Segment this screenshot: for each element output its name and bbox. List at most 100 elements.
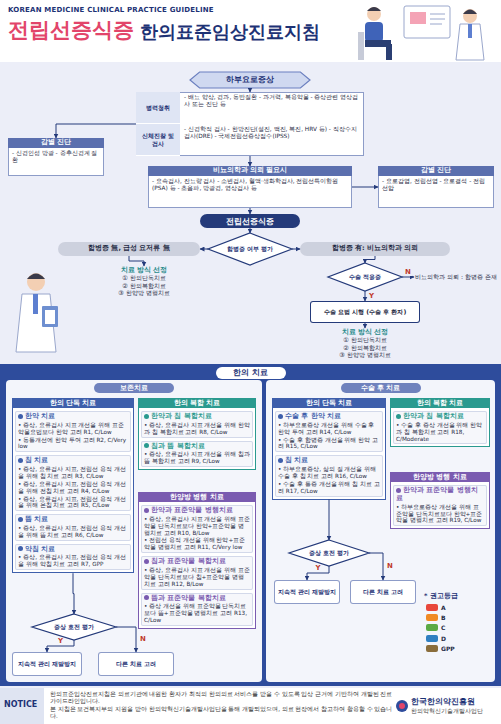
start-box: 하부요로증상 xyxy=(190,72,310,88)
connector xyxy=(365,256,375,263)
decision-diamond: 수술 적응증 xyxy=(328,263,402,291)
node-text: 전립선증식증 xyxy=(226,217,274,226)
treatment-box: 한약과 표준약물 병행치료• 하부요로증상 개선을 위해 표준약물 단독치료보다… xyxy=(393,485,487,526)
node-text: 수술 적응증 xyxy=(349,273,381,281)
node-text: 감별 진단 xyxy=(378,166,494,176)
decision-diamond: 증상 호전 평가 xyxy=(289,540,369,566)
node-text: ② 한의복합치료 xyxy=(310,344,420,351)
outline xyxy=(32,614,116,640)
node-text: • 증상, 요류검사 지표, 전립선 용적 개선을 위해 침 치료 고려 R3,… xyxy=(18,466,128,480)
node-text: • 동통개선에 한약 투여 고려 R2, C/Very low xyxy=(18,437,128,451)
connector xyxy=(292,249,300,250)
node-text: - 배뇨 양상, 경과, 동반질환 - 과거력, 복용약물 - 증상관련 영상검… xyxy=(180,92,364,124)
section-panel: 보존치료한의 단독 치료한약 치료• 증상, 요류검사 지표 개선을 위해 표준… xyxy=(6,380,262,682)
node-text: • 전립선 용적 개선을 위해 한약+표준약물 병행치료 고려 R11, C/V… xyxy=(144,537,250,551)
node-text: • 증상, 요류검사 지표 개선을 위해 한약과 침 복합치료 고려 R8, C… xyxy=(144,422,250,436)
label: 한의표준임상진료지침은 의료기관에 내원한 환자가 최적의 한의의료 서비스를 … xyxy=(50,691,395,705)
column-box: 한의 단독 치료한약 치료• 증상, 요류검사 지표 개선을 위해 표준약물요법… xyxy=(12,398,134,573)
legend-text: C xyxy=(441,624,445,631)
node-text: 한약과 침 복합치료 xyxy=(396,413,484,421)
legend-swatch xyxy=(426,624,438,631)
treatment-box: 수술 후 한약 치료• 하부요로증상 개선을 위해 수술 후 한약 투여 고려 … xyxy=(275,411,383,452)
node-text: - 신경인성 방광 - 중추신경계 질환 xyxy=(8,148,104,166)
node-text: • 하부요로증상 개선을 위해 표준약물 단독치료보다 한약+표준약물 병행치료… xyxy=(396,504,484,525)
node-text: 증상 호전 평가 xyxy=(54,623,94,631)
node-text: ① 한의단독치료 xyxy=(310,336,420,343)
legend-text: GPP xyxy=(441,645,455,652)
node-text: • 증상 개선을 위해 표준약물 단독치료보다 뜸+표준약물 병행치료 고려 R… xyxy=(144,603,250,624)
node-text: ③ 한양방 병행치료 xyxy=(310,351,420,358)
label: * 권고등급 xyxy=(424,592,494,600)
treatment-box: 뜸 치료• 증상, 요류검사 지표, 전립선 용적 개선을 위해 뜸 치료 고려… xyxy=(15,514,131,540)
column-box: 한양방 병행 치료한약과 표준약물 병행치료• 증상, 요류검사 지표 개선을 … xyxy=(138,492,256,629)
node-text: 합병증 無, 급성 요저류 無 xyxy=(88,245,170,253)
treatment-box: 침 치료• 하부요로증상, 삶의 질 개선을 위해 수술 후 침 치료 고려 R… xyxy=(275,455,383,496)
node-text: 뜸과 표준약물 복합치료 xyxy=(144,595,250,603)
connector xyxy=(56,124,136,138)
exam-box: 병력청취- 배뇨 양상, 경과, 동반질환 - 과거력, 복용약물 - 증상관련… xyxy=(136,92,364,156)
node-text: 지속적 관리 재발방지 xyxy=(278,588,336,596)
connector xyxy=(250,228,251,233)
node-text: • 수술 후 통증 개선을 위해 침 치료 고려 R17, C/Low xyxy=(278,481,380,495)
footer-ground xyxy=(0,688,501,724)
node-text: 한의 단독 치료 xyxy=(272,398,386,408)
node-text: • 증상, 요류검사 지표, 전립선 용적 개선을 위해 전침 치료 고려 R4… xyxy=(18,481,128,495)
node-text: • 수술 후 증상 개선을 위해 한약과 침 복합치료 고려 R18, C/Mo… xyxy=(396,422,484,443)
legend-row: GPP xyxy=(426,645,455,652)
legend-row: D xyxy=(426,635,455,642)
node-text: 한의 복합 치료 xyxy=(390,398,490,408)
node-text: 한의 복합 치료 xyxy=(138,398,256,408)
node-text: 치료 방식 선정 xyxy=(310,328,420,336)
outline xyxy=(328,263,402,291)
node-text: 한의 치료 xyxy=(216,367,286,379)
node-text: - 요로감염, 전립선염 - 요로결석 - 전립선암 xyxy=(378,176,494,194)
notice-band xyxy=(0,688,44,724)
treatment-box: 약침 치료• 증상, 요류검사 지표, 전립선 용적 개선을 위해 약침 치료 … xyxy=(15,544,131,570)
edge-label: N xyxy=(386,563,394,570)
node-text: 침 치료 xyxy=(18,457,128,465)
node-text: • 하부요로증상, 삶의 질 개선을 위해 수술 후 침 치료 고려 R16, … xyxy=(278,466,380,480)
node-text: 한약과 표준약물 병행치료 xyxy=(396,487,484,503)
column-box: 한의 복합 치료한약과 침 복합치료• 수술 후 증상 개선을 위해 한약과 침… xyxy=(390,398,490,447)
node-text: 지속적 관리 재발방지 xyxy=(18,660,76,668)
column-box: 한의 단독 치료수술 후 한약 치료• 하부요로증상 개선을 위해 수술 후 한… xyxy=(272,398,386,500)
node-text: 다른 치료 고려 xyxy=(363,588,403,596)
treatment-box: 한약과 침 복합치료• 수술 후 증상 개선을 위해 한약과 침 복합치료 고려… xyxy=(393,411,487,444)
treatment-box: 뜸과 표준약물 복합치료• 증상 개선을 위해 표준약물 단독치료보다 뜸+표준… xyxy=(141,593,253,626)
node-text: • 증상, 요류검사 지표 개선을 위해 침과 뜸 복합치료 고려 R9, C/… xyxy=(144,451,250,465)
legend-swatch xyxy=(426,635,438,642)
treatment-box: 한약과 침 복합치료• 증상, 요류검사 지표 개선을 위해 한약과 침 복합치… xyxy=(141,411,253,437)
node-text: 한약과 표준약물 병행치료 xyxy=(144,507,250,515)
node-text: • 증상, 요류검사 지표, 전립선 용적 개선을 위해 약침 치료 고려 R7… xyxy=(18,554,128,568)
edge-label: N xyxy=(139,636,147,643)
node-text: • 수술 후 합병증 개선을 위해 한약 고려 R15, C/Low xyxy=(278,437,380,451)
node-text: 증상 호전 평가 xyxy=(309,549,349,557)
node-text: • 증상, 요류검사 지표, 전립선 용적 개선을 위해 온침 치료 고려 R5… xyxy=(18,496,128,510)
legend-row: C xyxy=(426,624,455,631)
doctor-illustration xyxy=(16,273,58,352)
legend-row: B xyxy=(426,614,455,621)
info-box: 감별 진단- 신경인성 방광 - 중추신경계 질환 xyxy=(8,138,104,176)
decision-diamond: 합병증 여부 평가 xyxy=(208,233,292,265)
node-text: 수술 후 치료 xyxy=(341,383,421,393)
result-box: 지속적 관리 재발방지 xyxy=(274,580,340,604)
note-node: 비뇨의학과 의뢰 : 합병증 존재 xyxy=(414,265,498,289)
connector xyxy=(365,323,366,328)
outline xyxy=(208,233,292,265)
header-illustration xyxy=(358,6,484,60)
node-text: 병력청취 xyxy=(136,92,180,124)
connector xyxy=(402,277,414,278)
text-node: 치료 방식 선정① 한의단독치료② 한의복합치료③ 한양방 병행치료 xyxy=(310,328,420,361)
node-text: - 신경학적 검사 - 한방진단(설진, 맥진, 복진, HRV 등) - 직장… xyxy=(180,124,364,156)
node-text: 비뇨의학과 의뢰 필요시 xyxy=(148,166,352,176)
column-box: 한양방 병행 치료한약과 표준약물 병행치료• 하부요로증상 개선을 위해 표준… xyxy=(390,472,490,529)
edge-label: N xyxy=(404,269,412,276)
node-text: 합병증 有: 비뇨의학과 의뢰 xyxy=(332,245,418,253)
node-text: 한의 단독 치료 xyxy=(12,398,134,408)
legend-text: A xyxy=(441,604,446,611)
text-node: 치료 방식 선정① 한의단독치료② 한의복합치료③ 한양방 병행치료 xyxy=(82,266,206,306)
section-panel: 수술 후 치료한의 단독 치료수술 후 한약 치료• 하부요로증상 개선을 위해… xyxy=(266,380,495,682)
node-text: • 증상, 요류검사 지표 개선을 위해 표준약물 단독치료보다 침+표준약물 … xyxy=(144,567,250,588)
outline xyxy=(289,540,369,566)
